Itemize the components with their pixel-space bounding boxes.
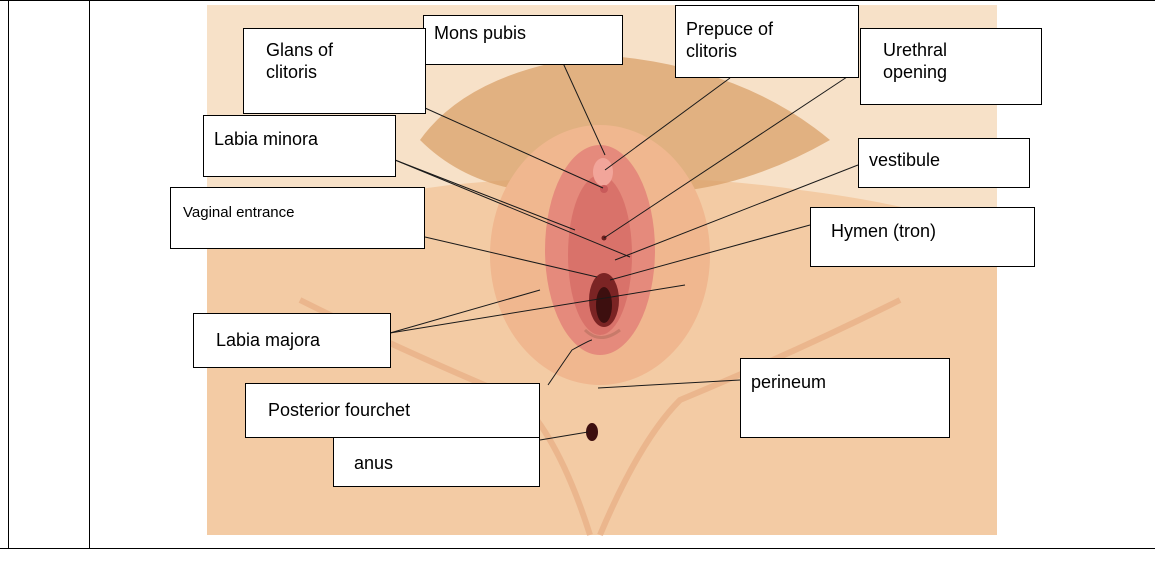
label-prepuce-of-clitoris: Prepuce of clitoris — [675, 5, 859, 78]
label-labia-majora-text: Labia majora — [216, 329, 380, 351]
label-posterior-fourchet-text: Posterior fourchet — [268, 399, 529, 421]
label-labia-minora: Labia minora — [203, 115, 396, 177]
label-perineum: perineum — [740, 358, 950, 438]
vaginal-opening-inner — [596, 287, 612, 323]
clitoris-glans-shape — [600, 185, 608, 193]
label-glans-of-clitoris-text: Glans of clitoris — [266, 39, 386, 83]
label-vestibule-text: vestibule — [869, 149, 1019, 171]
label-vaginal-entrance: Vaginal entrance — [170, 187, 425, 249]
label-prepuce-of-clitoris-text: Prepuce of clitoris — [686, 18, 816, 62]
label-glans-of-clitoris: Glans of clitoris — [243, 28, 426, 114]
prepuce-shape — [593, 158, 613, 186]
label-urethral-opening-text: Urethral opening — [883, 39, 993, 83]
label-urethral-opening: Urethral opening — [860, 28, 1042, 105]
label-anus: anus — [333, 437, 540, 487]
label-hymen: Hymen (tron) — [810, 207, 1035, 267]
label-hymen-text: Hymen (tron) — [831, 220, 1024, 242]
label-vestibule: vestibule — [858, 138, 1030, 188]
label-mons-pubis-text: Mons pubis — [434, 22, 612, 44]
label-vaginal-entrance-text: Vaginal entrance — [183, 202, 414, 224]
label-labia-minora-text: Labia minora — [214, 128, 385, 150]
label-anus-text: anus — [354, 452, 529, 474]
label-mons-pubis: Mons pubis — [423, 15, 623, 65]
label-labia-majora: Labia majora — [193, 313, 391, 368]
label-posterior-fourchet: Posterior fourchet — [245, 383, 540, 438]
label-perineum-text: perineum — [751, 371, 939, 393]
